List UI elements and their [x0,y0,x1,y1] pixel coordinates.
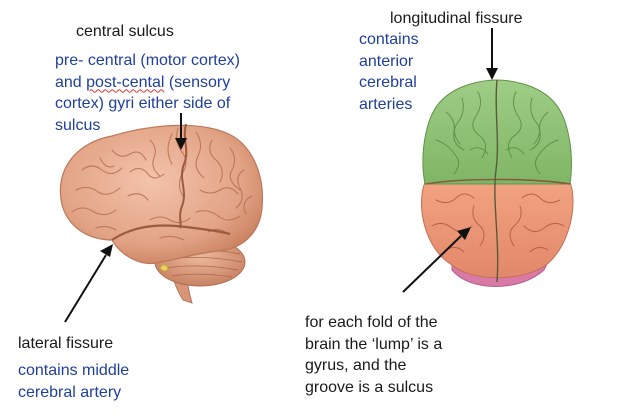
lateral-fissure-groove [111,224,231,241]
central-sulcus-groove [179,123,188,229]
lateral-brain-illustration [59,123,264,304]
longitudinal-fissure-line [494,79,499,283]
superior-gyri-folds [435,91,559,175]
gyrus-sulcus-explanation: for each fold of the brain the ‘lump’ is… [305,314,443,396]
superior-brain-illustration [420,79,574,287]
misspelled-word: post-cental [86,73,165,91]
superior-central-sulcus [425,178,571,185]
gyri-folds [71,127,253,241]
longitudinal-fissure-arrow [486,28,498,80]
central-sulcus-title: central sulcus [76,23,174,40]
central-sulcus-arrow [175,113,187,150]
annotation-arrows [64,28,498,323]
longitudinal-fissure-description: contains anterior cerebral arteries [359,31,419,113]
lateral-fissure-title: lateral fissure [18,335,114,352]
lateral-fissure-arrow [64,244,113,323]
central-sulcus-desc-part1: pre- central (motor cortex) and [55,52,240,91]
longitudinal-fissure-title: longitudinal fissure [390,10,523,27]
cerebrum [59,124,264,264]
lateral-fissure-description: contains middle cerebral artery [18,362,130,401]
central-sulcus-description: pre- central (motor cortex) and post-cen… [55,50,240,136]
gyrus-arrow [402,227,471,293]
pituitary [159,264,169,272]
central-sulcus-desc-part2: (sensory cortex) gyri either side of sul… [55,73,231,134]
